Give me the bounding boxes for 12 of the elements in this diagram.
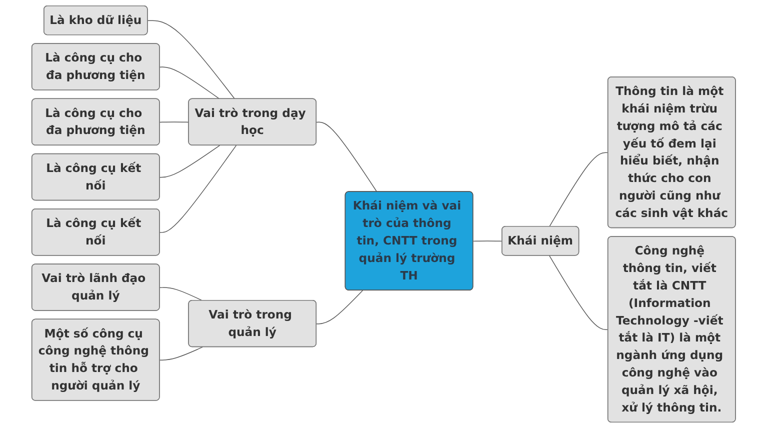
connector [473, 240, 503, 242]
connector [160, 66, 220, 100]
connector [549, 152, 609, 228]
connector [549, 255, 609, 330]
connector [148, 20, 236, 100]
connector [160, 145, 237, 233]
connector [160, 122, 190, 123]
connector [316, 122, 378, 192]
connector [160, 145, 220, 178]
connector [160, 287, 204, 302]
connector [316, 290, 364, 324]
connector [160, 346, 204, 361]
